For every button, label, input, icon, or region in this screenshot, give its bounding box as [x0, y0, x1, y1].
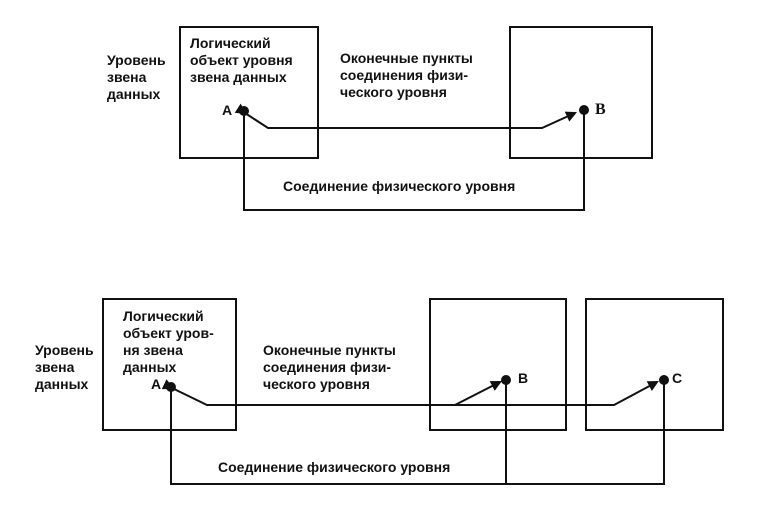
- top-physical-connection: [243, 113, 585, 211]
- top-entity-box-b: [509, 26, 653, 159]
- top-connection-label: Соединение физического уровня: [283, 178, 516, 194]
- bottom-endpoint-c-dot: [659, 375, 669, 385]
- top-logical-link: [234, 103, 578, 129]
- bottom-level-label: Уровень звена данных: [35, 342, 94, 392]
- bottom-entity-box-b: [429, 298, 567, 431]
- bottom-entity-box-a: [102, 298, 237, 431]
- top-point-b-label: B: [595, 101, 606, 118]
- bottom-endpoint-b-dot: [501, 375, 511, 385]
- bottom-object-label: Логический объект уров- ня звена данных: [123, 308, 214, 375]
- bottom-link-branch-b: [454, 380, 502, 406]
- bottom-point-c-label: C: [672, 370, 683, 386]
- top-entity-box-a: [179, 26, 319, 159]
- bottom-entity-box-c: [585, 298, 724, 431]
- bottom-physical-connection: [170, 382, 665, 485]
- top-endpoint-a-dot: [239, 106, 249, 116]
- bottom-logical-link: [161, 379, 659, 406]
- bottom-point-a-label: A: [151, 376, 162, 392]
- top-object-label: Логический объект уровня звена данных: [190, 35, 293, 85]
- top-level-label: Уровень звена данных: [107, 52, 166, 102]
- bottom-point-b-label: B: [518, 370, 529, 386]
- bottom-endpoint-a-dot: [166, 382, 176, 392]
- bottom-endpoints-label: Оконечные пункты соединения физи- ческог…: [263, 342, 396, 392]
- top-endpoints-label: Оконечные пункты соединения физи- ческог…: [340, 50, 473, 100]
- bottom-connection-label: Соединение физического уровня: [218, 459, 451, 475]
- top-endpoint-b-dot: [579, 105, 589, 115]
- top-point-a-label: A: [222, 102, 233, 118]
